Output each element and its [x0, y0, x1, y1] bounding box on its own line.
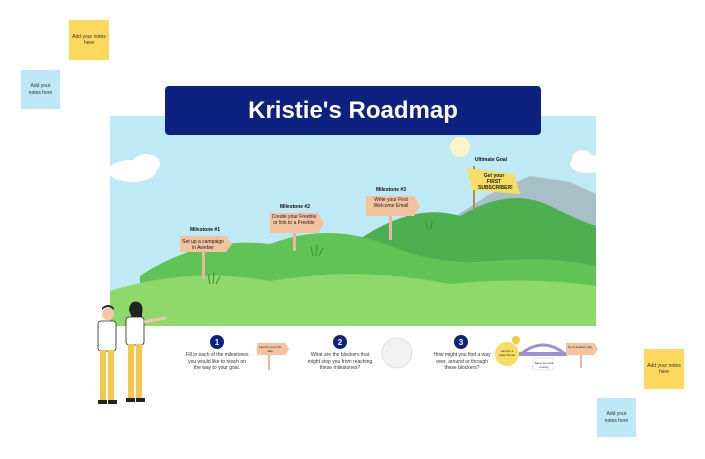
people-illustration — [97, 301, 167, 404]
sticky-note[interactable]: Add your notes here — [69, 20, 109, 60]
milestone-2-sign[interactable]: Create your Freebie or link to a Freebie — [271, 214, 317, 226]
roadmap-scene: Milestone #1 Set up a campaign in Aweber… — [110, 116, 596, 326]
sticky-note[interactable]: Add your notes here — [21, 70, 60, 109]
milestone-2-label: Milestone #2 — [279, 204, 310, 210]
landscape-illustration — [110, 116, 596, 326]
bomb-text: Launch a sales funnel — [498, 349, 515, 357]
example-sign-1 — [257, 343, 289, 370]
step-1-number: 1 — [210, 335, 224, 349]
sticky-note-text: Add your notes here — [72, 33, 106, 47]
sticky-note[interactable]: Add your notes here — [644, 349, 684, 389]
signpost-1 — [202, 251, 205, 279]
hill-light — [110, 274, 596, 326]
sun-icon — [450, 137, 470, 157]
goal-flag-text[interactable]: Get your FIRST SUBSCRIBER! — [478, 173, 513, 191]
sticky-note-text: Add your notes here — [647, 362, 681, 376]
bridge-icon — [519, 343, 567, 371]
step-3-text: How might you find a way over, around or… — [433, 352, 491, 371]
example-sign-1-text: Launch your first sale — [258, 345, 282, 353]
bomb-icon — [495, 336, 520, 366]
milestone-1-sign[interactable]: Set up a campaign in Aweber — [182, 239, 224, 251]
step-3-number: 3 — [454, 335, 468, 349]
step-2-number: 2 — [333, 335, 347, 349]
goal-label: Ultimate Goal — [474, 157, 508, 163]
sticky-note[interactable]: Add your notes here — [597, 398, 636, 437]
page-title-text: Kristie's Roadmap — [248, 96, 458, 124]
sticky-note-text: Add your notes here — [604, 411, 629, 424]
signpost-3 — [389, 214, 392, 240]
arrow-sign-3 — [366, 196, 420, 216]
milestone-3-sign[interactable]: Write your First Welcome Email — [373, 197, 409, 209]
sticky-note-text: Add your notes here — [28, 83, 53, 96]
bridge-sign-text: Save up more money — [534, 361, 554, 369]
example-sign-2-text: Go & another step — [567, 345, 593, 349]
page-title[interactable]: Kristie's Roadmap — [165, 86, 541, 135]
milestone-1-label: Milestone #1 — [189, 227, 220, 233]
grass-icon — [207, 219, 433, 285]
goal-flag-icon — [467, 168, 520, 194]
step-2-text: What are the blockers that might stop yo… — [307, 352, 373, 371]
example-sign-2 — [566, 343, 598, 368]
arrow-sign-2 — [270, 213, 324, 233]
signpost-2 — [293, 231, 296, 251]
milestone-3-label: Milestone #3 — [375, 187, 406, 193]
step-1-text: Fill in each of the milestones you would… — [185, 352, 249, 371]
cloud-icon — [570, 150, 596, 173]
boulder-icon — [381, 337, 413, 369]
cloud-icon — [110, 154, 160, 182]
arrow-sign-1 — [180, 236, 232, 252]
